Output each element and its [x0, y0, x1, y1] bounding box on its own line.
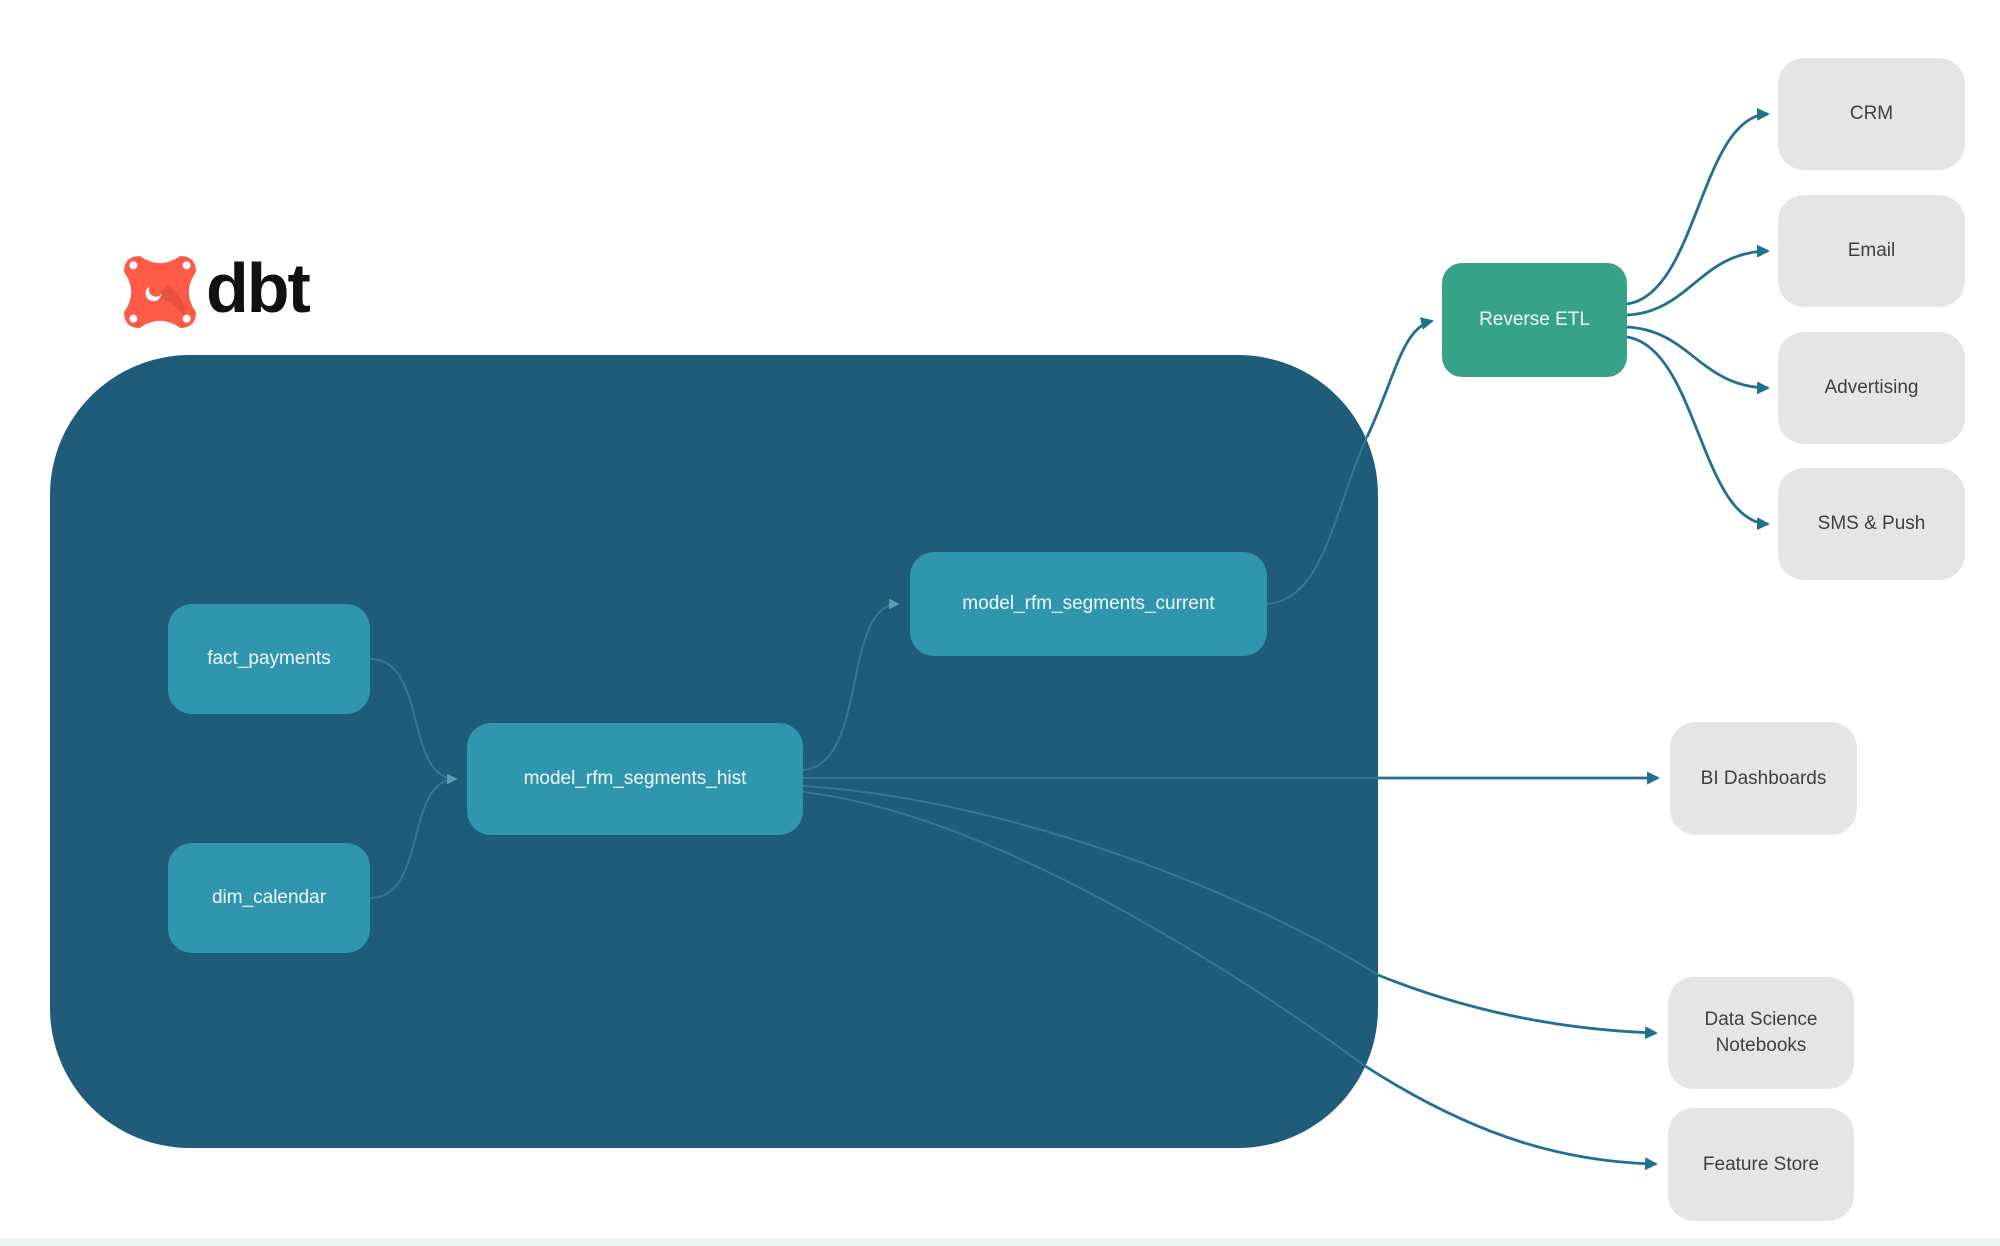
node-label: CRM: [1849, 103, 1894, 125]
node-label: Reverse ETL: [1479, 309, 1590, 331]
node-model-rfm-segments-current[interactable]: model_rfm_segments_current: [910, 552, 1267, 656]
dbt-logo-text: dbt: [206, 249, 311, 327]
bottom-strip: [0, 1238, 2000, 1246]
node-label: Feature Store: [1702, 1153, 1820, 1175]
edge-hist-to-data-science-notebooks: [1377, 973, 1658, 1040]
node-label: model_rfm_segments_hist: [523, 768, 747, 790]
dbt-logo-icon: [124, 256, 196, 328]
dbt-logo: dbt: [124, 249, 311, 330]
edge-reverse-etl-to-sms-push: [1626, 335, 1770, 531]
node-dim-calendar[interactable]: dim_calendar: [168, 843, 370, 953]
node-sms-push[interactable]: SMS & Push: [1778, 468, 1965, 580]
node-bi-dashboards[interactable]: BI Dashboards: [1670, 722, 1857, 835]
node-advertising[interactable]: Advertising: [1778, 332, 1965, 444]
node-fact-payments[interactable]: fact_payments: [168, 604, 370, 714]
edge-reverse-etl-to-email: [1626, 244, 1770, 317]
node-model-rfm-segments-hist[interactable]: model_rfm_segments_hist: [467, 723, 803, 835]
edge-current-to-reverse-etl: [1365, 317, 1434, 438]
node-label: Email: [1847, 240, 1896, 262]
node-label: fact_payments: [207, 648, 331, 670]
node-label: Advertising: [1824, 377, 1919, 399]
node-label: model_rfm_segments_current: [962, 593, 1215, 615]
edge-reverse-etl-to-advertising: [1626, 325, 1770, 395]
edge-hist-to-feature-store: [1364, 1064, 1658, 1171]
node-email[interactable]: Email: [1778, 195, 1965, 307]
node-feature-store[interactable]: Feature Store: [1668, 1108, 1854, 1221]
node-label: Data Science Notebooks: [1704, 1009, 1818, 1056]
node-label: BI Dashboards: [1700, 767, 1827, 789]
node-crm[interactable]: CRM: [1778, 58, 1965, 170]
node-data-science-notebooks[interactable]: Data Science Notebooks: [1668, 977, 1854, 1089]
node-label: dim_calendar: [211, 887, 327, 909]
node-label: SMS & Push: [1817, 513, 1926, 535]
edge-reverse-etl-to-crm: [1626, 107, 1770, 306]
node-reverse-etl[interactable]: Reverse ETL: [1442, 263, 1627, 377]
